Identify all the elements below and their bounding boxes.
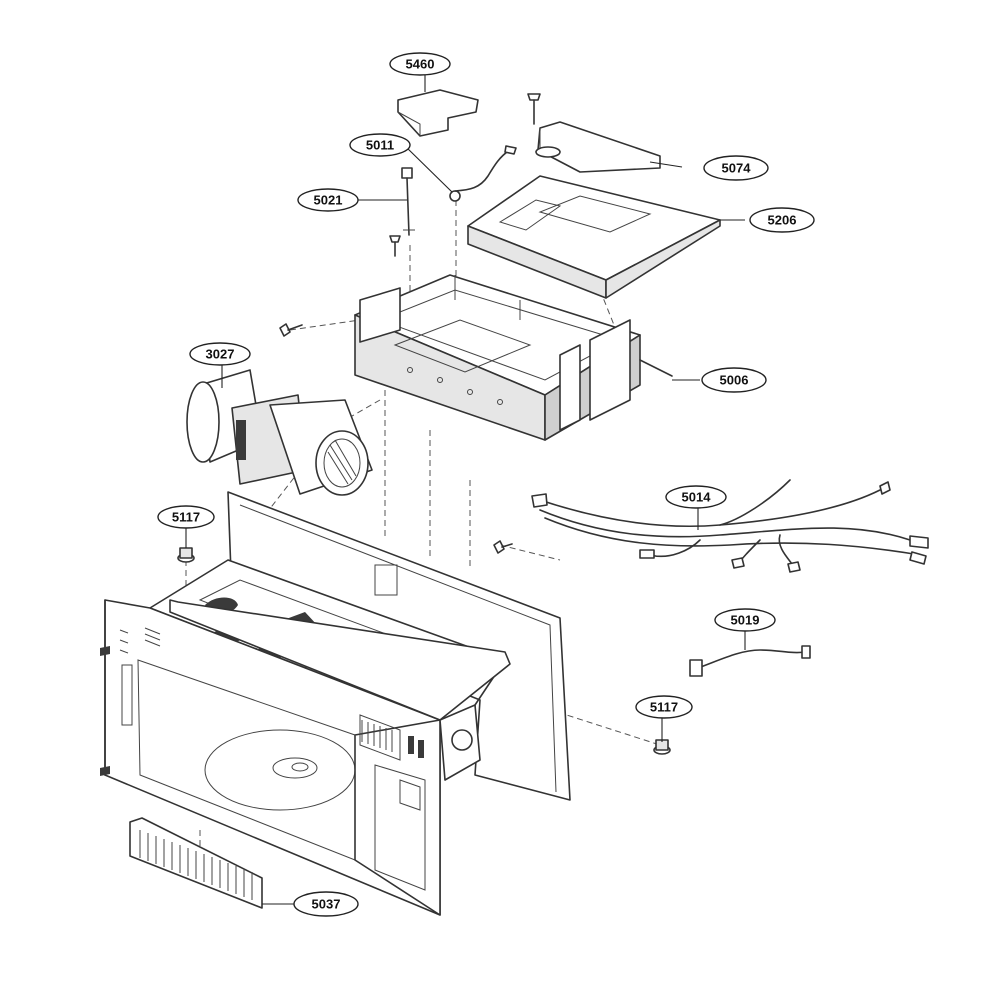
svg-text:5006: 5006 [720, 373, 749, 388]
part-3027-blower [186, 369, 373, 496]
microwave-body [100, 491, 571, 916]
part-5117-foot-left [177, 547, 195, 563]
svg-text:5037: 5037 [312, 897, 341, 912]
callout-5117-left: 5117 [157, 505, 215, 529]
part-5014-harness [531, 479, 929, 573]
part-5011-sensor [449, 145, 517, 202]
part-5117-foot-right [653, 739, 671, 755]
svg-text:5117: 5117 [650, 700, 678, 715]
svg-text:5011: 5011 [366, 138, 394, 153]
callout-5021: 5021 [297, 188, 359, 212]
leader-lines [185, 74, 746, 905]
part-5460-pad [397, 89, 479, 137]
part-5006-chassis [354, 274, 673, 441]
screw-mid [493, 540, 513, 554]
part-5074-bracket [535, 121, 661, 173]
callout-5074: 5074 [703, 155, 769, 181]
svg-text:5117: 5117 [172, 510, 200, 525]
svg-text:3027: 3027 [206, 347, 235, 362]
part-5021-bolt [401, 167, 415, 236]
svg-text:5021: 5021 [314, 193, 343, 208]
callout-3027: 3027 [189, 342, 251, 366]
callout-5117-right: 5117 [635, 695, 693, 719]
part-5206-plate [467, 175, 721, 299]
callout-5019: 5019 [714, 608, 776, 632]
svg-text:5014: 5014 [682, 490, 712, 505]
svg-text:5206: 5206 [768, 213, 797, 228]
callout-5011: 5011 [349, 133, 411, 157]
callout-5460: 5460 [389, 52, 451, 76]
screw-top [527, 93, 541, 125]
callout-5206: 5206 [749, 207, 815, 233]
callout-5006: 5006 [701, 367, 767, 393]
svg-text:5460: 5460 [406, 57, 435, 72]
part-5019-cable [689, 645, 811, 677]
svg-text:5019: 5019 [731, 613, 760, 628]
screw-side [279, 323, 303, 337]
callout-5014: 5014 [665, 485, 727, 509]
screw-left [389, 235, 401, 257]
part-5037-filter [129, 817, 263, 909]
callout-5037: 5037 [293, 891, 359, 917]
svg-text:5074: 5074 [722, 161, 752, 176]
